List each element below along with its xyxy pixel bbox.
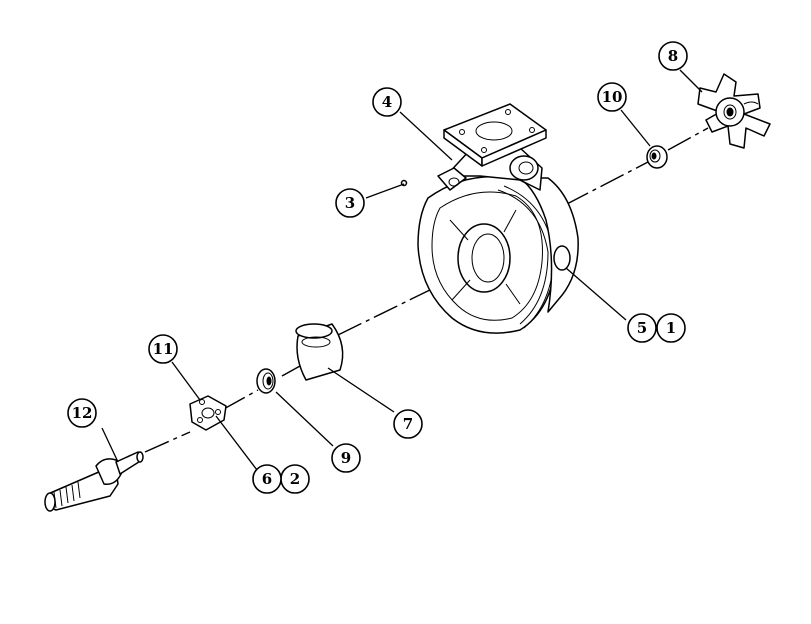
- callout-6: 6: [252, 464, 282, 494]
- callout-9: 9: [331, 443, 361, 473]
- housing-body: [400, 103, 579, 334]
- callout-7-label: 7: [403, 415, 413, 433]
- callout-7: 7: [393, 409, 423, 439]
- callout-8: 8: [658, 41, 688, 71]
- callout-3-label: 3: [345, 194, 355, 212]
- callout-4-label: 4: [382, 93, 392, 111]
- part-10-seal: [646, 145, 668, 169]
- callout-12-label: 12: [72, 404, 93, 422]
- callout-10-label: 10: [602, 88, 623, 106]
- callout-10: 10: [597, 82, 627, 112]
- callout-4: 4: [372, 87, 402, 117]
- part-8-impeller: [697, 73, 771, 149]
- part-11-flange: [189, 395, 227, 431]
- callout-6-label: 6: [262, 470, 272, 488]
- callout-2-label: 2: [290, 470, 300, 488]
- callout-5: 5: [627, 313, 657, 343]
- callout-12: 12: [67, 398, 97, 428]
- callout-11-label: 11: [153, 340, 174, 358]
- callout-2: 2: [280, 464, 310, 494]
- part-9-seal: [256, 368, 276, 394]
- callout-3: 3: [335, 188, 365, 218]
- callout-8-label: 8: [668, 47, 678, 65]
- callout-9-label: 9: [341, 449, 351, 467]
- callout-1-label: 1: [666, 319, 676, 337]
- part-7-sleeve: [295, 323, 344, 381]
- callout-11: 11: [148, 334, 178, 364]
- callout-1: 1: [656, 313, 686, 343]
- assembly-axis: [144, 127, 709, 453]
- callout-5-label: 5: [637, 319, 647, 337]
- leader-lines: [101, 69, 703, 471]
- part-12-shaft: [44, 451, 144, 512]
